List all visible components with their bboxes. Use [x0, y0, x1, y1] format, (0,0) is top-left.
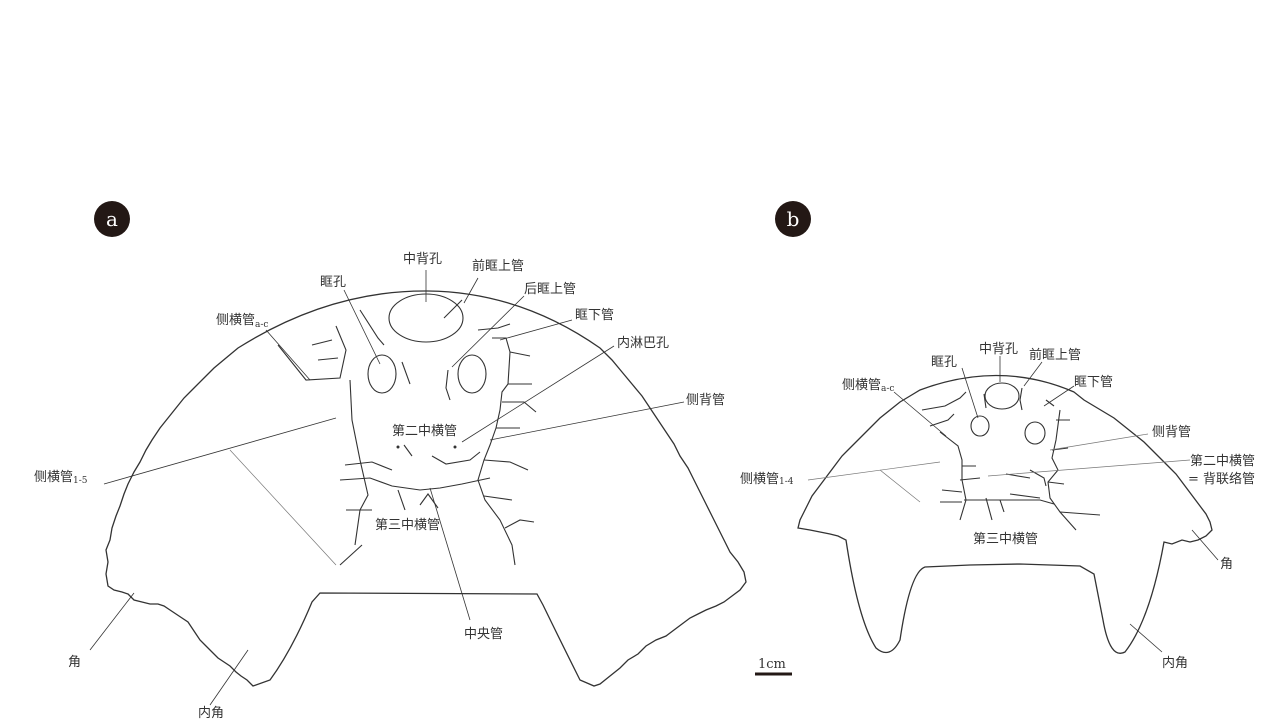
panel-b-label-second-median-transverse: 第二中横管 [1190, 454, 1255, 469]
panel-b-badge [775, 201, 811, 237]
panel-a-label-lateral-transverse-15: 侧横管1-5 [34, 470, 88, 486]
panel-a-label-posterior-supraorbital: 后眶上管 [524, 282, 576, 297]
panel-b-label-infraorbital: 眶下管 [1074, 375, 1113, 390]
panel-b-label-orbit: 眶孔 [931, 355, 957, 370]
panel-b-label-lateral-transverse-ac: 侧横管a-c [842, 378, 894, 394]
panel-a-badge-label: a [106, 207, 118, 231]
panel-b: b [740, 201, 1255, 676]
panel-b-label-inner-cornu: 内角 [1162, 655, 1188, 671]
panel-a-left-orbit [367, 354, 397, 394]
panel-b-right-orbit [1024, 421, 1046, 445]
panel-a-badge [94, 201, 130, 237]
panel-b-label-third-median-transverse: 第三中横管 [973, 532, 1038, 547]
panel-a: a [34, 201, 747, 721]
panel-b-label-anterior-supraorbital: 前眶上管 [1029, 347, 1081, 363]
panel-b-headshield-outline [797, 374, 1213, 654]
panel-b-label-lateral-transverse-14: 侧横管1-4 [740, 472, 794, 487]
panel-a-leader-lines [89, 270, 685, 706]
panel-a-headshield-outline [105, 290, 747, 687]
panel-b-leader-lines [807, 356, 1219, 653]
panel-a-label-lateral-dorsal: 侧背管 [686, 393, 725, 408]
panel-b-left-orbit [970, 415, 990, 437]
panel-a-label-infraorbital: 眶下管 [575, 308, 614, 323]
panel-a-label-median-dorsal-opening: 中背孔 [403, 252, 442, 267]
panel-b-badge-label: b [787, 207, 800, 231]
panel-b-label-lateral-dorsal: 侧背管 [1152, 425, 1191, 440]
panel-a-right-orbit [457, 354, 487, 394]
panel-a-label-third-median-transverse: 第三中横管 [375, 518, 440, 533]
panel-b-label-median-dorsal-opening: 中背孔 [979, 342, 1018, 357]
panel-a-label-inner-cornu: 内角 [198, 705, 224, 721]
panel-a-label-lateral-transverse-ac: 侧横管a-c [216, 313, 268, 330]
panel-b-label-dorsal-commissure: = 背联络管 [1188, 471, 1255, 487]
panel-a-label-second-median-transverse: 第二中横管 [392, 424, 457, 439]
panel-a-label-anterior-supraorbital: 前眶上管 [472, 258, 524, 274]
panel-a-label-cornu: 角 [68, 655, 81, 670]
scale-bar-label: 1cm [758, 657, 786, 672]
panel-a-label-endolymphatic: 内淋巴孔 [617, 335, 669, 351]
panel-a-label-central-canal: 中央管 [464, 627, 503, 642]
panel-a-sensory-canals [277, 299, 537, 566]
panel-b-sensory-canals [921, 387, 1101, 531]
panel-b-label-cornu: 角 [1220, 557, 1233, 572]
panel-b-median-dorsal-opening [984, 382, 1020, 410]
panel-a-label-orbit: 眶孔 [320, 275, 346, 290]
